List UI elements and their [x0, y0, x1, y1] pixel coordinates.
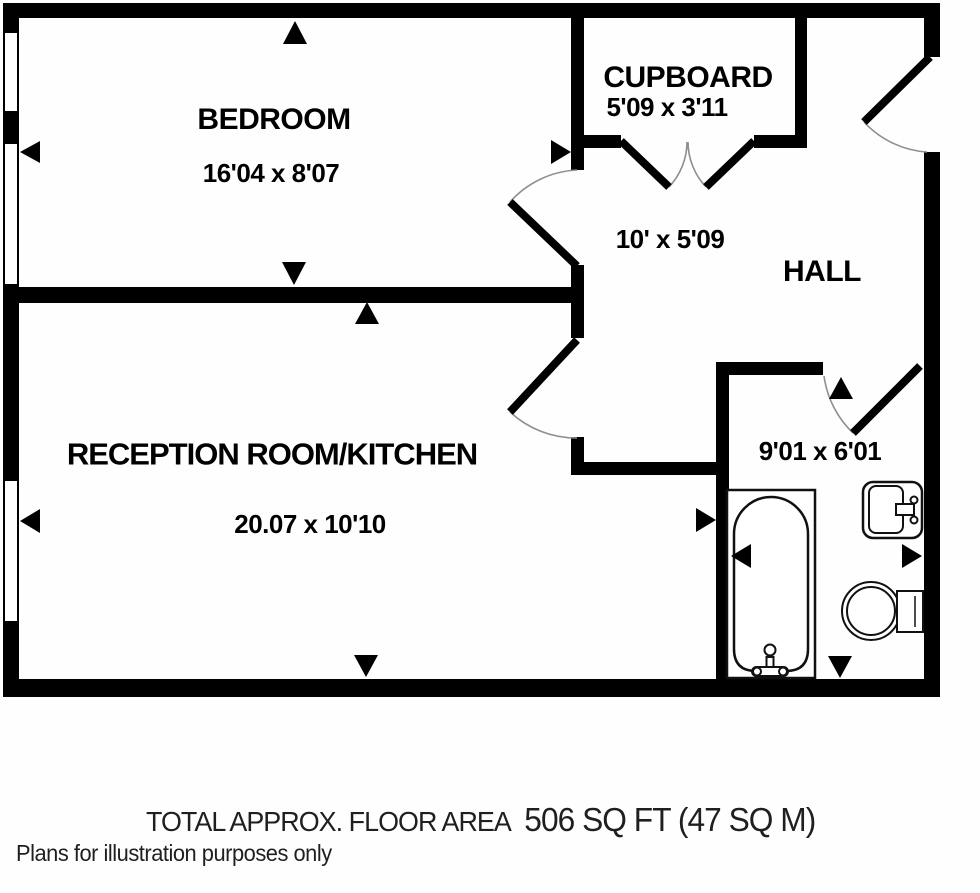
wall-right-below-entrance [924, 152, 940, 697]
arrow-down-icon [828, 656, 852, 678]
cupboard-door-arc-right [687, 141, 707, 188]
room-label-hall: HALL [783, 255, 861, 288]
arrow-left-icon [731, 544, 751, 568]
room-label-cupboard: CUPBOARD [603, 61, 773, 94]
wall-cupboard-bottom-left [584, 135, 621, 148]
sink-icon [861, 480, 924, 540]
room-dims-hall: 10' x 5'09 [615, 224, 725, 254]
room-dims-bathroom: 9'01 x 6'01 [758, 436, 882, 466]
total-floor-area-value: 506 SQ FT (47 SQ M) [524, 801, 816, 838]
wall-bottom [3, 679, 940, 697]
room-dims-cupboard: 5'09 x 3'11 [606, 92, 728, 122]
entrance-door-arc [863, 121, 928, 153]
room-dims-reception: 20.07 x 10'10 [234, 509, 386, 539]
cupboard-door-leaf-right [703, 138, 757, 190]
bathroom-door-leaf [850, 363, 923, 436]
wall-hall-bottom [571, 462, 729, 475]
arrow-left-icon [20, 509, 40, 533]
wall-cupboard-right [795, 18, 807, 135]
door-leaves [507, 54, 933, 436]
toilet-bowl-inner [846, 586, 896, 636]
bathtub-tap-knob-left [752, 666, 762, 677]
total-floor-area-label: TOTAL APPROX. FLOOR AREA [146, 806, 512, 837]
bathtub-drain [763, 643, 777, 657]
arrow-right-icon [902, 544, 922, 568]
sink-tap-spout [895, 503, 915, 516]
reception-door-arc [509, 411, 578, 439]
direction-arrows [20, 21, 922, 678]
wall-bedroom-reception-divider [3, 287, 584, 303]
toilet-icon [841, 581, 924, 641]
reception-door-leaf [507, 337, 580, 415]
room-label-bedroom: BEDROOM [197, 103, 351, 136]
window-bedroom-upper-icon [3, 31, 19, 113]
bathtub-tap-knob-right [778, 666, 788, 677]
toilet-tank [896, 590, 924, 633]
arrow-down-icon [282, 262, 306, 285]
arrow-up-icon [829, 377, 853, 399]
bathtub-basin [732, 495, 810, 673]
cupboard-door-arc-left [668, 141, 688, 188]
arrow-right-icon [696, 508, 716, 532]
wall-bathroom-top [716, 362, 823, 375]
room-label-reception: RECEPTION ROOM/KITCHEN [66, 436, 478, 472]
bedroom-door-leaf [507, 199, 580, 269]
entrance-door-leaf [861, 54, 933, 125]
windows [3, 31, 19, 623]
disclaimer-text: Plans for illustration purposes only [16, 840, 332, 866]
window-bedroom-lower-icon [3, 142, 19, 286]
total-floor-area: TOTAL APPROX. FLOOR AREA 506 SQ FT (47 S… [146, 801, 816, 838]
wall-right-above-entrance [924, 3, 940, 57]
bathroom-door-arc [823, 375, 854, 434]
window-reception-icon [3, 479, 19, 623]
wall-cupboard-bottom-right [754, 135, 807, 148]
sink-tap-knob-bottom [909, 515, 919, 525]
arrow-down-icon [354, 655, 378, 677]
sink-tap-knob-top [909, 495, 919, 505]
wall-core-middle [571, 265, 584, 338]
cupboard-door-leaf-left [618, 138, 672, 190]
door-arcs [509, 121, 928, 439]
arrow-left-icon [20, 141, 40, 163]
wall-top [3, 3, 940, 18]
arrow-right-icon [551, 140, 571, 164]
arrow-up-icon [283, 21, 307, 44]
wall-core-upper [571, 18, 584, 170]
bedroom-door-arc [509, 169, 578, 203]
bathtub-icon [725, 488, 817, 680]
arrow-up-icon [355, 302, 379, 324]
room-dims-bedroom: 16'04 x 8'07 [202, 158, 340, 188]
